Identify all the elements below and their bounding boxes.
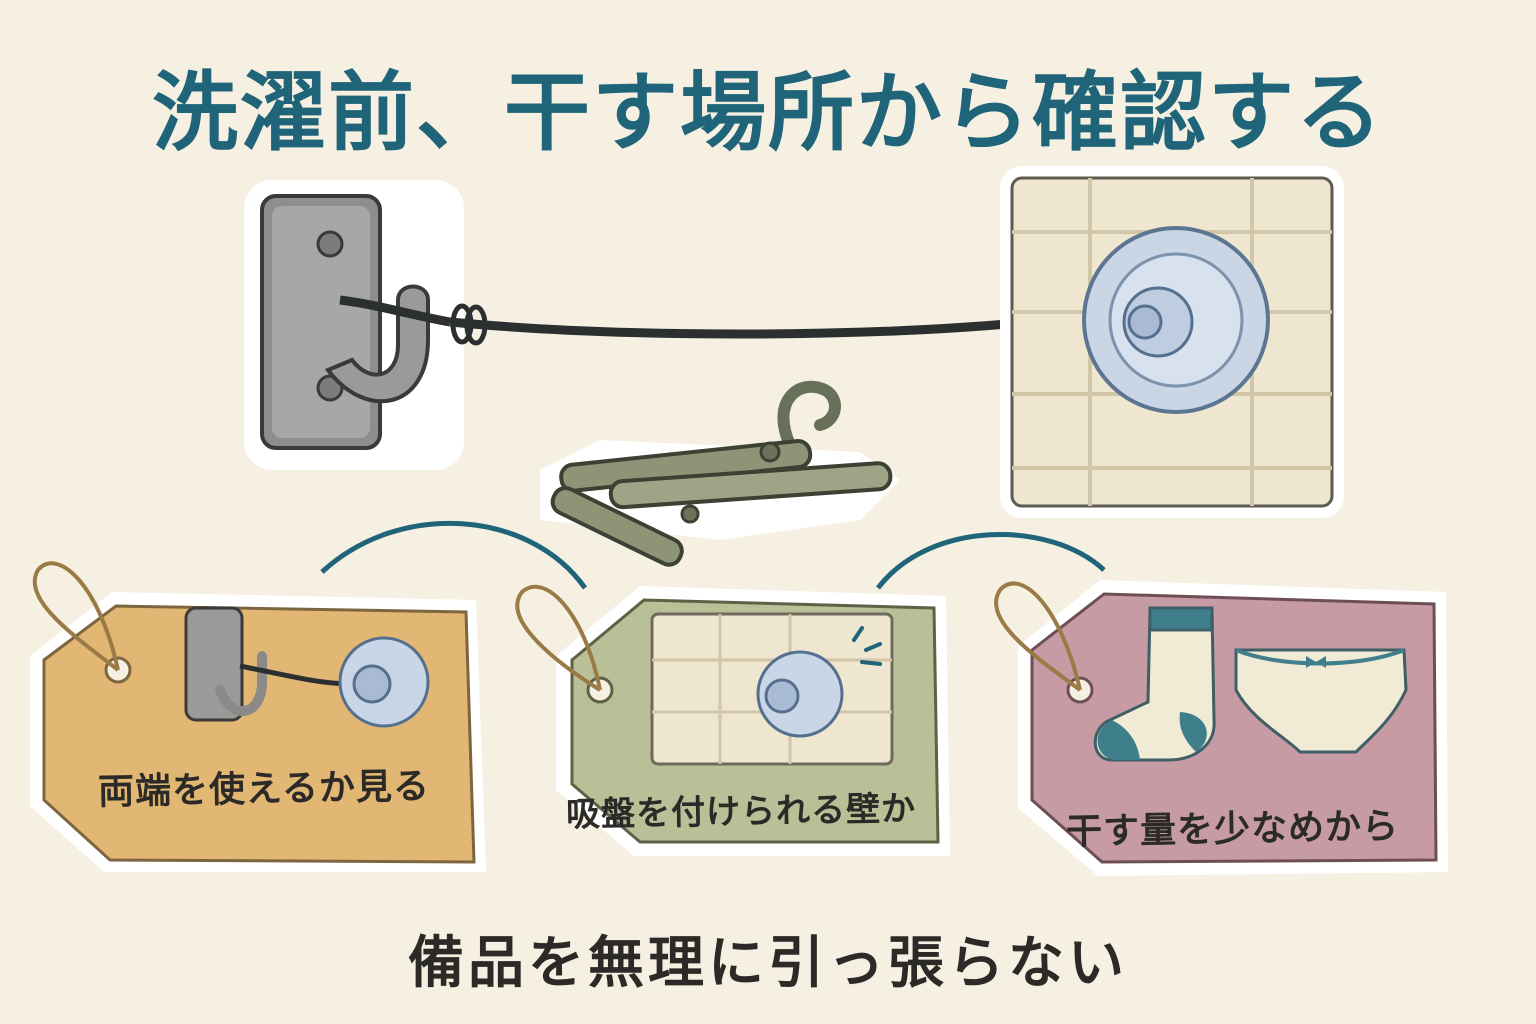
connector-arcs: [320, 520, 1106, 590]
tag-label-2: 吸盤を付けられる壁か: [565, 788, 917, 836]
tag-card-3: [994, 580, 1448, 876]
folding-hanger-icon: [540, 380, 900, 567]
tag-label-1: 両端を使えるか見る: [97, 766, 431, 813]
tag-card-1: [30, 561, 486, 872]
footer-note: 備品を無理に引っ張らない: [408, 931, 1128, 996]
tag-card-2: [515, 584, 950, 856]
tag-label-3: 干す量を少なめから: [1065, 806, 1400, 853]
wall-hook-icon: [244, 180, 464, 470]
page-title: 洗濯前、干す場所から確認する: [152, 63, 1384, 163]
suction-cup-wall-icon: [1000, 166, 1344, 518]
